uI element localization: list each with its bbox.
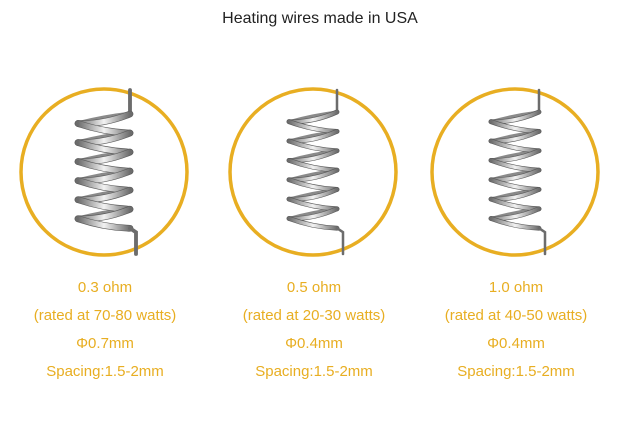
- wattage-rating-label: (rated at 40-50 watts): [444, 307, 588, 324]
- diameter-label: Φ0.4mm: [487, 335, 545, 352]
- wire-specs: 1.0 ohm (rated at 40-50 watts) Φ0.4mm Sp…: [411, 274, 621, 386]
- spacing-label: Spacing:1.5-2mm: [46, 363, 164, 380]
- wire-specs: 0.5 ohm (rated at 20-30 watts) Φ0.4mm Sp…: [209, 274, 419, 386]
- spacing-label: Spacing:1.5-2mm: [457, 363, 575, 380]
- wattage-rating-label: (rated at 20-30 watts): [242, 307, 386, 324]
- resistance-label: 0.3 ohm: [77, 279, 133, 296]
- thin-coil-icon: [430, 87, 600, 257]
- resistance-label: 1.0 ohm: [488, 279, 544, 296]
- diameter-label: Φ0.7mm: [76, 335, 134, 352]
- thin-coil-icon: [228, 87, 398, 257]
- thick-coil-icon: [19, 87, 189, 257]
- diameter-label: Φ0.4mm: [285, 335, 343, 352]
- spacing-label: Spacing:1.5-2mm: [255, 363, 373, 380]
- wattage-rating-label: (rated at 70-80 watts): [33, 307, 177, 324]
- resistance-label: 0.5 ohm: [286, 279, 342, 296]
- page-title: Heating wires made in USA: [222, 10, 418, 27]
- wire-specs: 0.3 ohm (rated at 70-80 watts) Φ0.7mm Sp…: [0, 274, 210, 386]
